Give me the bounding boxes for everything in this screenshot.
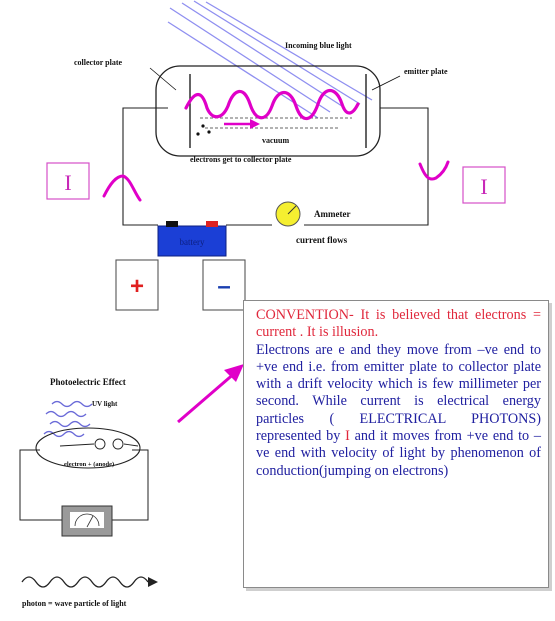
arrow-icon: [224, 364, 244, 382]
emitter-plate-label: emitter plate: [404, 67, 448, 76]
minus-sign-icon: –: [217, 273, 230, 300]
inset-meter-arc: [74, 513, 100, 527]
electrons-note-label: electrons get to collector plate: [190, 155, 292, 164]
battery-terminal-neg: [166, 221, 178, 227]
plus-box: [115, 259, 159, 311]
wave-arrow-head: [148, 577, 158, 587]
electron-paths: [200, 117, 352, 129]
convention-heading: CONVENTION- It is believed that electron…: [256, 307, 541, 341]
current-box-left: [46, 162, 90, 200]
current-flows-label: current flows: [296, 235, 348, 245]
wave-icon: [21, 576, 149, 588]
current-symbol-right: I: [480, 174, 487, 199]
ammeter-label: Ammeter: [314, 209, 350, 219]
ammeter-needle: [287, 205, 297, 215]
battery-label: battery: [180, 237, 205, 247]
minus-box: [202, 259, 246, 311]
vacuum-label: vacuum: [262, 136, 289, 145]
inset-electron-label: electron + (anode): [64, 461, 114, 468]
uv-light-waves: [43, 400, 93, 438]
vacuum-tube: [155, 65, 381, 157]
collector-plate-label: collector plate: [74, 58, 123, 67]
convention-note: CONVENTION- It is believed that electron…: [243, 300, 549, 588]
inset-tube: [35, 427, 141, 469]
inset-meter-face: [70, 512, 104, 528]
inset-electrons: [59, 438, 139, 450]
wave-caption: photon = wave particle of light: [22, 599, 127, 608]
battery-icon: [157, 225, 227, 257]
current-squiggle-left: [102, 174, 142, 202]
convention-arrow: [177, 370, 237, 424]
incoming-light-label: Incoming blue light: [285, 41, 352, 50]
battery-terminal-pos: [206, 221, 218, 227]
convention-body-b: and it moves from +ve end to –ve end wit…: [256, 428, 541, 479]
current-box-right: [462, 166, 506, 204]
circuit-wire: [122, 107, 429, 226]
plus-sign-icon: +: [130, 273, 144, 300]
current-squiggle-right: [418, 160, 450, 181]
current-letter: I: [345, 428, 350, 445]
convention-body-a: Electrons are e and they move from –ve e…: [256, 341, 541, 445]
electron-wave-squiggle: [184, 88, 360, 121]
convention-body: Electrons are e and they move from –ve e…: [256, 342, 541, 480]
current-symbol-left: I: [64, 170, 71, 195]
inset-title: Photoelectric Effect: [50, 377, 126, 387]
electron-dots: [196, 124, 211, 136]
uv-light-label: UV light: [92, 400, 118, 408]
arrow-icon: [250, 119, 260, 129]
inset-meter-needle: [86, 515, 94, 528]
pointer-lines: [149, 67, 401, 91]
